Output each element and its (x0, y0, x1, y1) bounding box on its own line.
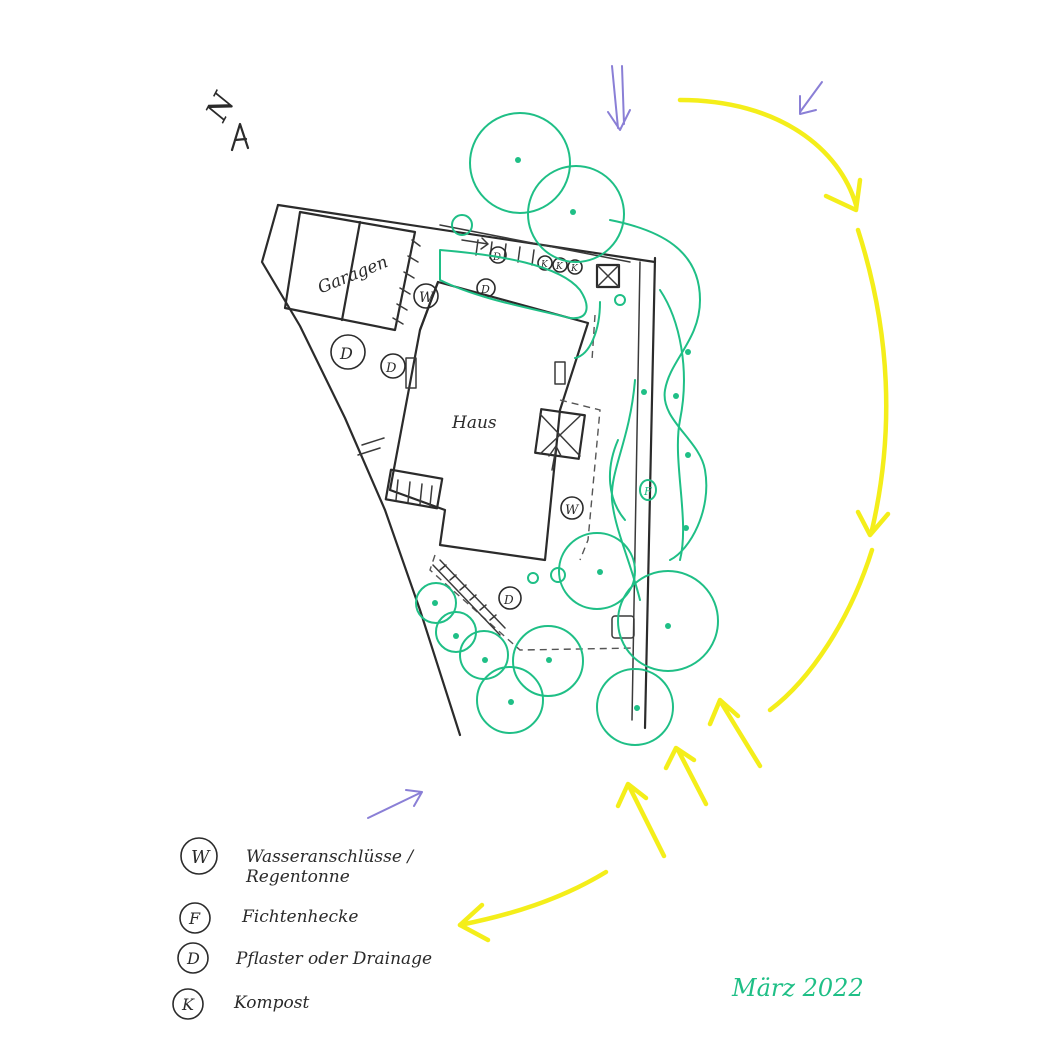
svg-text:K: K (570, 264, 579, 274)
wind-arrow-southwest (367, 789, 423, 819)
svg-text:Regentonne: Regentonne (245, 867, 350, 887)
svg-text:K: K (555, 262, 564, 272)
svg-text:W: W (565, 503, 580, 518)
svg-text:W: W (191, 847, 211, 868)
marker-water-2: W (560, 496, 584, 520)
property-boundary (260, 203, 657, 737)
legend: W Wasseranschlüsse / Regentonne F Fichte… (172, 837, 432, 1020)
wind-arrows (367, 65, 823, 819)
compass: N (199, 86, 250, 152)
marker-hedge: F (639, 479, 657, 501)
sun-ray-1 (615, 781, 667, 859)
legend-item-hedge: F Fichtenhecke (179, 902, 358, 934)
svg-text:K: K (181, 995, 195, 1014)
legend-item-paving: D Pflaster oder Drainage (177, 942, 432, 974)
svg-text:F: F (188, 909, 201, 928)
sun-ray-3 (707, 697, 763, 769)
marker-compost: K K K (537, 255, 583, 275)
marker-paving-1: D (330, 334, 366, 370)
vegetation (415, 112, 719, 746)
svg-text:Fichtenhecke: Fichtenhecke (241, 907, 358, 927)
marker-paving-4: D (489, 246, 507, 264)
svg-text:D: D (339, 344, 353, 363)
wind-arrow-northeast (799, 81, 823, 115)
svg-text:D: D (480, 283, 490, 296)
svg-text:D: D (503, 593, 514, 607)
svg-text:Pflaster oder Drainage: Pflaster oder Drainage (235, 949, 432, 969)
marker-paving-5: D (498, 586, 522, 610)
house-label: Haus (451, 413, 497, 433)
svg-text:K: K (540, 260, 549, 270)
north-arrow-icon (230, 122, 250, 152)
legend-item-compost: K Kompost (172, 988, 309, 1020)
wind-arrow-north (607, 65, 631, 131)
legend-item-water: W Wasseranschlüsse / Regentonne (180, 837, 415, 887)
svg-text:D: D (186, 949, 200, 968)
sun-ray-2 (663, 745, 709, 807)
sun-path (457, 97, 891, 943)
site-details (405, 224, 635, 639)
svg-text:D: D (385, 361, 397, 376)
marker-paving-2: D (380, 353, 406, 379)
house: Haus (384, 280, 636, 651)
garage-block: Garagen (283, 210, 421, 332)
sketch-date: März 2022 (731, 974, 864, 1002)
svg-text:Wasseranschlüsse /: Wasseranschlüsse / (246, 847, 415, 867)
svg-text:W: W (419, 290, 435, 306)
marker-water-1: W (413, 283, 439, 309)
svg-text:Kompost: Kompost (233, 993, 309, 1013)
marker-paving-3: D (476, 278, 496, 298)
north-letter: N (199, 86, 244, 128)
svg-text:F: F (643, 485, 652, 498)
